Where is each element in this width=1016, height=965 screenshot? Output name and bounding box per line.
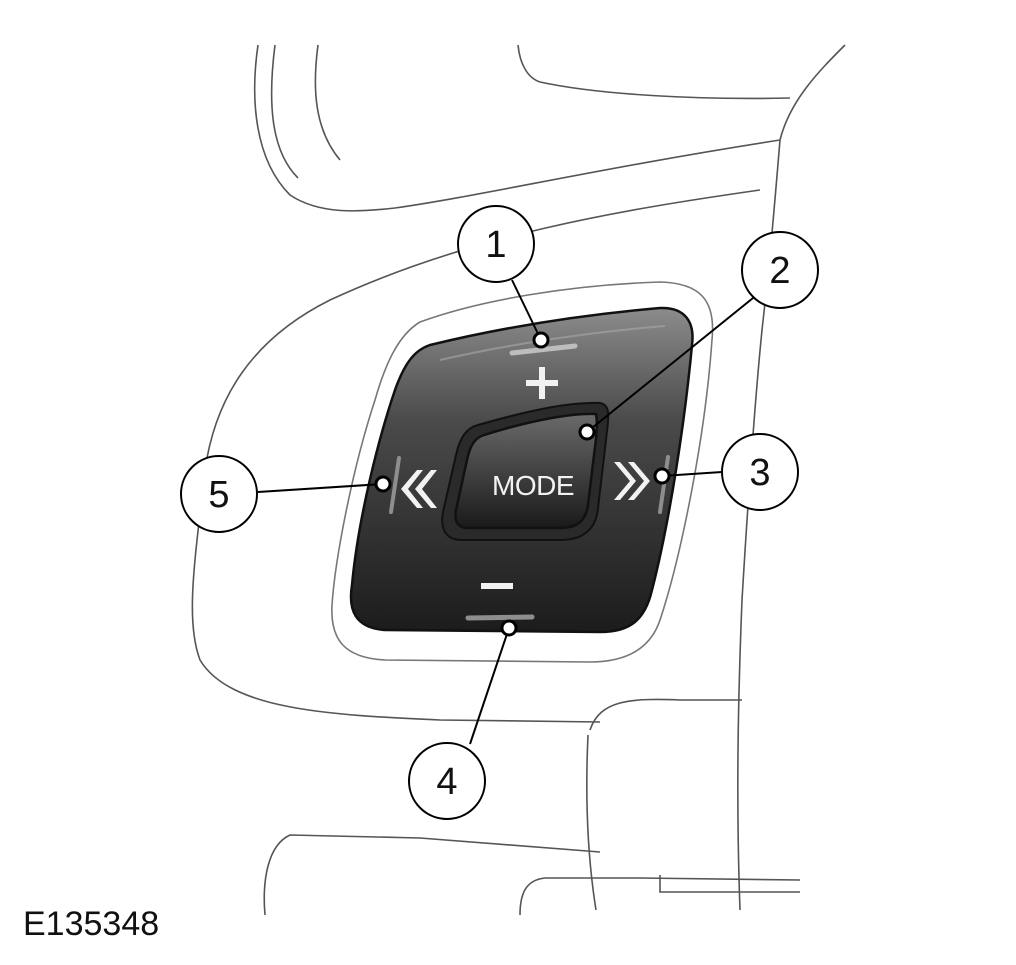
double-chevron-right-icon (614, 462, 650, 500)
callout-1: 1 (457, 205, 535, 283)
figure-id: E135348 (23, 905, 160, 943)
minus-icon (481, 583, 513, 589)
callout-leaders (257, 279, 759, 745)
callout-2: 2 (741, 231, 819, 309)
mode-label: MODE (492, 470, 574, 501)
callout-3-label: 3 (749, 452, 770, 494)
callout-5-label: 5 (208, 474, 229, 516)
double-chevron-left-icon (401, 470, 437, 508)
mode-button[interactable]: MODE (441, 401, 610, 541)
callout-4-label: 4 (436, 761, 457, 803)
volume-down-button[interactable] (465, 583, 535, 621)
callout-4: 4 (408, 742, 486, 820)
callout-2-label: 2 (769, 250, 790, 292)
seek-forward-button[interactable] (614, 455, 670, 514)
plus-icon (526, 367, 558, 399)
volume-up-button[interactable] (509, 343, 578, 399)
seek-back-button[interactable] (389, 456, 437, 514)
callout-3: 3 (721, 433, 799, 511)
callout-anchor-dots (374, 331, 671, 637)
callout-5: 5 (180, 455, 258, 533)
callout-1-label: 1 (485, 224, 506, 266)
